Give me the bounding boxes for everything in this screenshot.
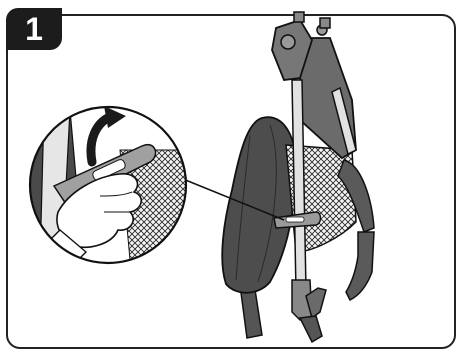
hinge-knob bbox=[281, 35, 295, 49]
front-leg bbox=[346, 232, 374, 300]
wheel bbox=[300, 316, 322, 342]
folded-stroller bbox=[222, 12, 374, 342]
handle-cap bbox=[320, 18, 330, 28]
detail-zoom-circle bbox=[28, 107, 190, 268]
seat-fabric-back bbox=[222, 117, 296, 293]
latch-slot bbox=[286, 217, 304, 222]
handle-cap bbox=[294, 12, 304, 22]
